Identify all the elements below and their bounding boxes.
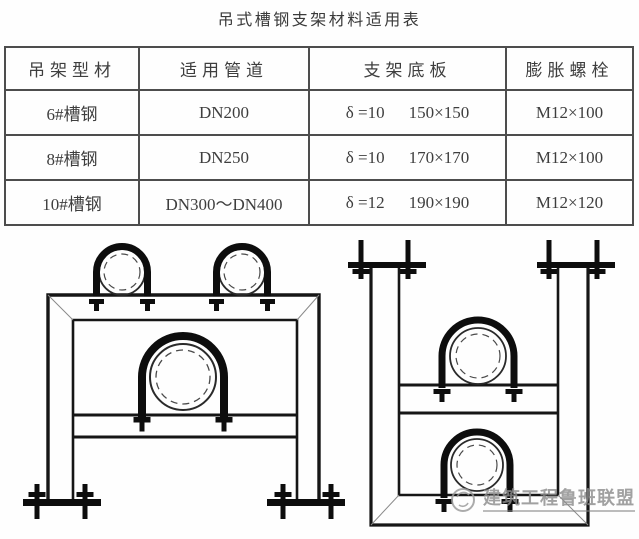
u-bolt <box>438 316 518 388</box>
cell-plate: δ =10 150×150 <box>308 89 507 136</box>
hanging-support-diagram <box>348 240 615 527</box>
cell-plate: δ =12 190×190 <box>308 179 507 226</box>
anchor-bolt <box>399 240 417 279</box>
table-row: 6#槽钢 DN200 δ =10 150×150 M12×100 <box>4 89 634 136</box>
cell-pipe: DN300～DN400 <box>138 179 310 226</box>
cell-plate: δ =10 170×170 <box>308 134 507 181</box>
watermark-text: 建筑工程鲁班联盟 <box>483 488 635 512</box>
plate-size: 190×190 <box>408 192 470 212</box>
anchor-bolt <box>76 484 94 519</box>
table-row: 10#槽钢 DN300～DN400 δ =12 190×190 M12×120 <box>4 179 634 226</box>
lower-pipe <box>435 428 519 512</box>
support-frame <box>369 268 590 527</box>
plate-size: 150×150 <box>408 102 470 122</box>
plate-thickness: δ =10 <box>345 102 385 122</box>
base-plate-left <box>23 484 101 519</box>
plate-size: 170×170 <box>408 147 470 167</box>
cell-profile: 6#槽钢 <box>4 89 140 136</box>
cell-profile: 8#槽钢 <box>4 134 140 181</box>
floor-mounted-support-diagram <box>23 243 345 519</box>
anchor-bolt <box>588 240 606 279</box>
luban-swirl-logo-icon <box>451 488 475 512</box>
u-bolt <box>93 243 151 297</box>
u-bolt <box>213 243 271 297</box>
ceiling-plate-right <box>537 240 615 279</box>
material-table: 吊架型材 适用管道 支架底板 膨胀螺栓 6#槽钢 DN200 δ =10 150… <box>4 46 634 226</box>
cell-profile: 10#槽钢 <box>4 179 140 226</box>
plate-thickness: δ =12 <box>345 192 385 212</box>
header-applicable-pipe: 适用管道 <box>138 46 310 91</box>
large-pipe <box>133 332 233 432</box>
anchor-bolt <box>322 484 340 519</box>
table-row: 8#槽钢 DN250 δ =10 170×170 M12×100 <box>4 134 634 181</box>
page-title: 吊式槽钢支架材料适用表 <box>217 12 422 29</box>
small-pipe-1 <box>89 243 155 311</box>
u-bolt <box>440 428 514 498</box>
header-hanger-profile: 吊架型材 <box>4 46 140 91</box>
anchor-bolt <box>28 484 46 519</box>
small-pipe-2 <box>209 243 275 311</box>
cell-bolt: M12×100 <box>505 134 634 181</box>
base-plate-right <box>267 484 345 519</box>
cell-pipe: DN250 <box>138 134 310 181</box>
header-base-plate: 支架底板 <box>308 46 507 91</box>
cell-bolt: M12×100 <box>505 89 634 136</box>
support-frame <box>46 293 321 502</box>
watermark: 建筑工程鲁班联盟 <box>448 485 635 515</box>
ceiling-plate-left <box>348 240 426 279</box>
anchor-bolt <box>540 240 558 279</box>
upper-pipe <box>433 316 523 402</box>
anchor-bolt <box>274 484 292 519</box>
u-bolt <box>138 332 228 420</box>
table-header-row: 吊架型材 适用管道 支架底板 膨胀螺栓 <box>4 46 634 91</box>
header-expansion-bolt: 膨胀螺栓 <box>505 46 634 91</box>
anchor-bolt <box>352 240 370 279</box>
cell-pipe: DN200 <box>138 89 310 136</box>
plate-thickness: δ =10 <box>345 147 385 167</box>
cell-bolt: M12×120 <box>505 179 634 226</box>
